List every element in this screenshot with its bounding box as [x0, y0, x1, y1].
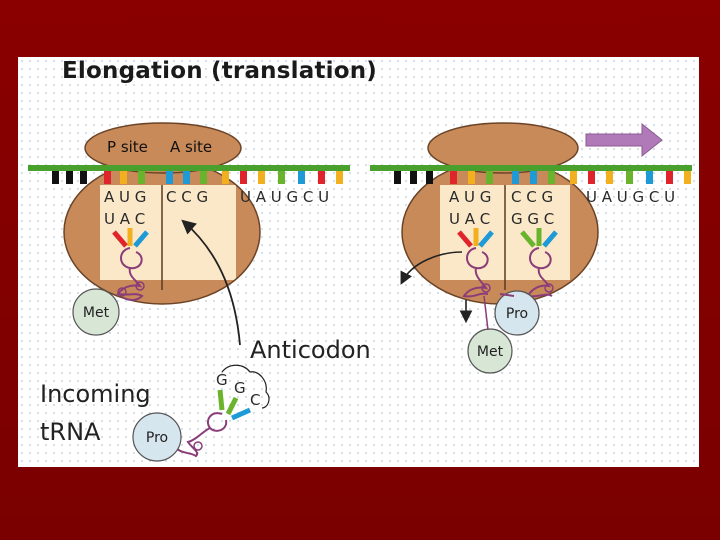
met-amino-acid-left: Met	[72, 288, 120, 336]
right-trna-p	[457, 228, 494, 298]
right-trna-a	[520, 228, 558, 298]
right-mrna: A U G C C G U A U G C U U A C G G C	[370, 165, 692, 228]
met-label-right: Met	[477, 344, 504, 360]
a-site-label: A site	[170, 138, 212, 156]
incoming-base-1: G	[216, 371, 228, 389]
pro-amino-acid-incoming: Pro	[132, 412, 182, 462]
trna-exit-arrow	[400, 251, 463, 285]
right-codon-rest: U A U G C U	[586, 188, 675, 206]
left-codon-a: C C G	[166, 188, 208, 206]
left-trna	[112, 228, 149, 301]
left-anticodon: U A C	[104, 210, 145, 228]
incoming-label-line1: Incoming	[40, 380, 151, 408]
diagram-title: Elongation (translation)	[62, 58, 378, 84]
pro-label-right: Pro	[506, 306, 528, 322]
left-codon-p: A U G	[104, 188, 146, 206]
right-ribosome	[401, 122, 599, 305]
left-small-subunit	[84, 122, 242, 174]
right-codon-a: C C G	[511, 188, 553, 206]
left-codon-rest: U A U G C U	[240, 188, 329, 206]
anticodon-pointer	[181, 219, 241, 346]
incoming-base-3: C	[250, 391, 260, 409]
anticodon-label: Anticodon	[250, 336, 371, 364]
right-p-site-channel	[440, 185, 505, 280]
pro-label-incoming: Pro	[146, 430, 168, 446]
left-ribosome: P site A site	[63, 122, 261, 305]
pro-amino-acid-right: Pro	[494, 290, 540, 336]
incoming-trna: G G C	[175, 364, 270, 458]
incoming-label-line2: tRNA	[40, 418, 101, 446]
translocation-arrow	[585, 122, 663, 158]
incoming-base-2: G	[234, 379, 246, 397]
right-codon-p: A U G	[449, 188, 491, 206]
right-anticodon-p: U A C	[449, 210, 490, 228]
left-a-site-channel	[162, 185, 236, 280]
left-mrna: A U G C C G U A U G C U U A C	[28, 165, 350, 228]
met-label-left: Met	[83, 305, 110, 321]
right-anticodon-a: G G C	[511, 210, 554, 228]
met-amino-acid-right: Met	[467, 328, 513, 374]
right-small-subunit	[427, 122, 579, 174]
p-site-label: P site	[107, 138, 148, 156]
